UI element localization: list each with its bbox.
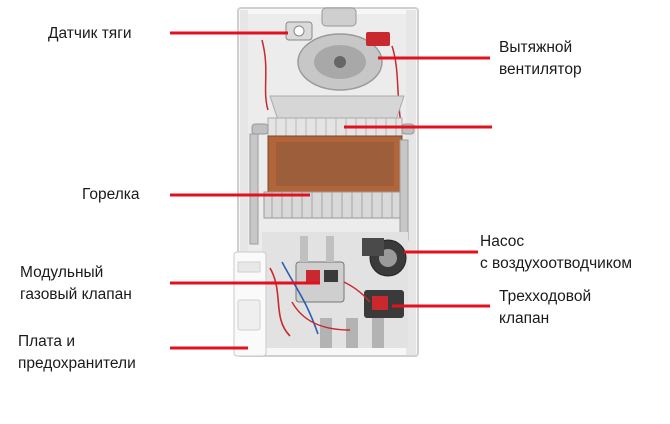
label-pump: Насос с воздухоотводчиком <box>480 233 633 272</box>
right-frame <box>406 10 416 355</box>
label-exhaust-fan: Вытяжной вентилятор <box>499 39 582 78</box>
label-burner: Горелка <box>82 186 140 203</box>
draft-sensor-dial <box>293 25 305 37</box>
label-three-way-valve: Трехходовой клапан <box>499 288 592 327</box>
label-gas-valve: Модульный газовый клапан <box>20 264 132 303</box>
fan-connector <box>366 32 390 46</box>
fan-hub <box>334 56 346 68</box>
flue-outlet <box>321 7 357 27</box>
label-board-fuses: Плата и предохранители <box>18 333 136 372</box>
smoke-hood <box>269 95 405 121</box>
label-draft-sensor: Датчик тяги <box>48 25 132 42</box>
left-frame <box>240 10 248 355</box>
